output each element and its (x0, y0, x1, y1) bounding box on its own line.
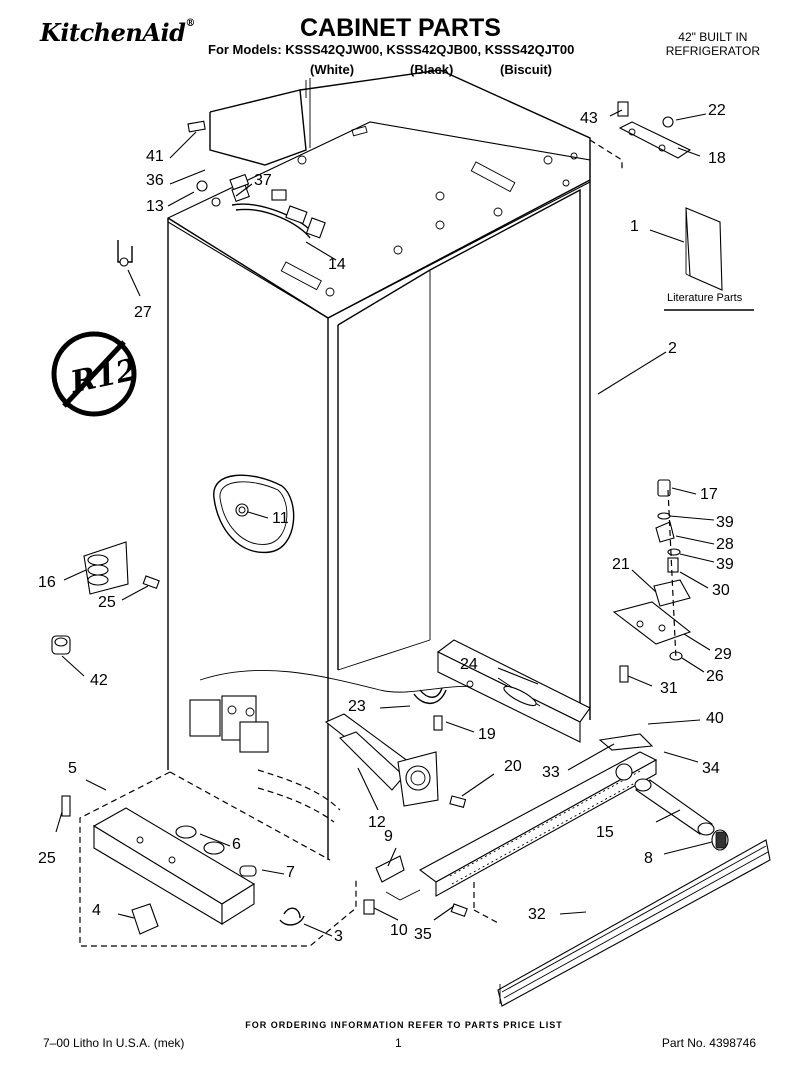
callout-30: 30 (712, 582, 730, 599)
clip-4-spring-3 (131, 903, 305, 935)
cabinet-shell (167, 69, 591, 860)
callout-12: 12 (368, 814, 386, 831)
brand-registered-mark: ® (185, 18, 195, 29)
color-biscuit: (Biscuit) (500, 62, 552, 77)
wire-harness (231, 184, 326, 239)
callout-6: 6 (232, 836, 241, 853)
callout-35: 35 (414, 926, 432, 943)
kickplate-32 (497, 839, 771, 1007)
callout-25-upper: 25 (98, 594, 116, 611)
callout-41: 41 (146, 148, 164, 165)
callout-42: 42 (90, 672, 108, 689)
top-hinge (589, 101, 692, 170)
callout-1: 1 (630, 218, 639, 235)
callout-26: 26 (706, 668, 724, 685)
callout-8: 8 (644, 850, 653, 867)
callout-17: 17 (700, 486, 718, 503)
duct-12 (324, 713, 467, 809)
insulation-cutout (213, 474, 295, 554)
callout-22: 22 (708, 102, 726, 119)
left-side-hardware (51, 541, 160, 655)
callout-7: 7 (286, 864, 295, 881)
leader-lines (55, 109, 715, 937)
callout-32: 32 (528, 906, 546, 923)
back-panel (209, 78, 311, 166)
callout-34: 34 (702, 760, 720, 777)
callout-13: 13 (146, 198, 164, 215)
ordering-note: FOR ORDERING INFORMATION REFER TO PARTS … (245, 1020, 563, 1030)
callout-16: 16 (38, 574, 56, 591)
screws-top-left (187, 120, 250, 207)
callout-33: 33 (542, 764, 560, 781)
callout-5: 5 (68, 760, 77, 777)
callout-19: 19 (478, 726, 496, 743)
callout-20: 20 (504, 758, 522, 775)
callout-3: 3 (334, 928, 343, 945)
callout-9: 9 (384, 828, 393, 845)
color-black: (Black) (410, 62, 454, 77)
callout-4: 4 (92, 902, 101, 919)
callout-2: 2 (668, 340, 677, 357)
callout-39-upper: 39 (716, 514, 734, 531)
brand-name: KitchenAid (40, 18, 186, 47)
callout-11: 11 (272, 510, 289, 527)
model-list: For Models: KSSS42QJW00, KSSS42QJB00, KS… (208, 42, 575, 57)
callout-14: 14 (328, 256, 346, 273)
litho-info: 7–00 Litho In U.S.A. (mek) (43, 1036, 185, 1050)
control-housing-5 (92, 807, 257, 925)
callout-29: 29 (714, 646, 732, 663)
page-title: CABINET PARTS (300, 14, 501, 42)
callout-37: 37 (254, 172, 272, 189)
literature-parts-label: Literature Parts (667, 292, 743, 304)
callout-39-lower: 39 (716, 556, 734, 573)
page-number: 1 (395, 1036, 402, 1050)
literature-booklet (664, 207, 754, 311)
service-box (79, 771, 501, 947)
callout-36: 36 (146, 172, 164, 189)
part-number: Part No. 4398746 (661, 1036, 756, 1050)
control-components (189, 695, 341, 823)
callout-43: 43 (580, 110, 598, 127)
clip-27 (117, 240, 133, 267)
cylinder-15 (634, 778, 729, 851)
no-r12-symbol: R12 (51, 331, 140, 417)
callout-10: 10 (390, 922, 408, 939)
screw-25-bottom (61, 795, 71, 817)
bracket-23 (413, 687, 447, 731)
brand-logo: KitchenAid® (40, 18, 195, 47)
callout-25-lower: 25 (38, 850, 56, 867)
product-type-line1: 42" BUILT IN (678, 30, 748, 44)
callout-24: 24 (460, 656, 478, 673)
callout-28: 28 (716, 536, 734, 553)
callout-27: 27 (134, 304, 152, 321)
callout-23: 23 (348, 698, 366, 715)
channel-24 (436, 639, 591, 743)
bracket-9-10 (363, 855, 468, 918)
callout-40: 40 (706, 710, 724, 727)
color-white: (White) (310, 62, 355, 77)
base-grille-34 (418, 733, 658, 897)
callout-31: 31 (660, 680, 678, 697)
callout-15: 15 (596, 824, 614, 841)
bottom-hinge-assembly (612, 479, 692, 683)
callout-21: 21 (612, 556, 630, 573)
product-type: 42" BUILT IN REFRIGERATOR (666, 30, 760, 58)
product-type-line2: REFRIGERATOR (665, 44, 760, 58)
callout-18: 18 (708, 150, 726, 167)
